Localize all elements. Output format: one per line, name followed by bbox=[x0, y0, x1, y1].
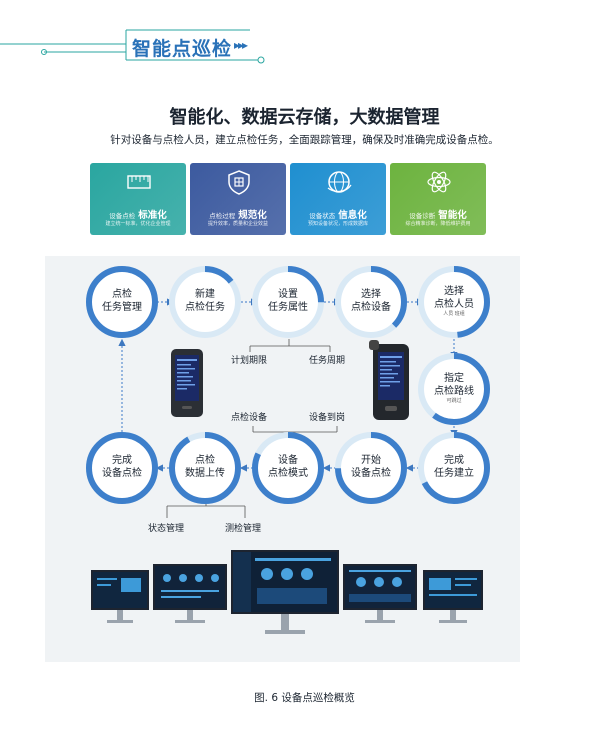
node-inspection-mode: 设备点检模式 bbox=[252, 432, 324, 504]
monitor bbox=[91, 570, 149, 623]
progress-ring bbox=[335, 266, 407, 338]
progress-ring bbox=[252, 266, 324, 338]
node-line-1: 设备 bbox=[278, 455, 298, 466]
node-data-upload: 点检数据上传 bbox=[169, 432, 241, 504]
card-description: 预知设备状况，形成数据库 bbox=[307, 221, 368, 227]
node-line-1: 完成 bbox=[112, 455, 132, 466]
progress-ring bbox=[418, 432, 490, 504]
progress-ring bbox=[418, 353, 490, 425]
branch-label: 点检设备 bbox=[231, 413, 268, 423]
node-line-1: 完成 bbox=[444, 455, 464, 466]
progress-ring bbox=[86, 266, 158, 338]
feature-card-standardization: 设备点检标准化 建立统一标准，优化企业管理 bbox=[90, 163, 186, 235]
card-small-label: 点检过程 bbox=[209, 212, 236, 220]
globe-icon bbox=[327, 171, 352, 193]
node-line-2: 任务属性 bbox=[268, 302, 308, 313]
triple-arrow-icon: ▸▸▸ bbox=[234, 38, 248, 52]
progress-ring bbox=[418, 266, 490, 338]
branch-label: 测检管理 bbox=[225, 524, 262, 534]
progress-ring bbox=[86, 432, 158, 504]
node-line-2: 数据上传 bbox=[185, 468, 225, 479]
intro-title: 智能化、数据云存储，大数据管理 bbox=[169, 107, 440, 128]
card-big-label: 信息化 bbox=[338, 210, 367, 221]
monitors-illustration bbox=[91, 550, 483, 634]
node-line-2: 设备点检 bbox=[351, 468, 391, 479]
card-big-label: 标准化 bbox=[138, 210, 167, 221]
progress-ring bbox=[169, 432, 241, 504]
node-line-2: 点检人员 bbox=[434, 299, 474, 310]
card-small-label: 设备点检 bbox=[109, 212, 136, 220]
card-description: 综合精准诊断，降低维护费用 bbox=[405, 221, 471, 227]
node-line-2: 点检任务 bbox=[185, 302, 225, 313]
card-small-label: 设备诊断 bbox=[409, 212, 436, 220]
node-line-2: 任务建立 bbox=[434, 468, 474, 479]
node-start-inspection: 开始设备点检 bbox=[335, 432, 407, 504]
card-description: 建立统一标准，优化企业管理 bbox=[105, 221, 171, 227]
feature-card-normalization: 点检过程规范化 提升效率，质量和企业效益 bbox=[190, 163, 286, 235]
progress-ring bbox=[335, 432, 407, 504]
node-line-2: 点检模式 bbox=[268, 468, 308, 479]
branch-label: 计划期限 bbox=[231, 356, 268, 366]
node-note: 可跳过 bbox=[446, 398, 462, 404]
node-complete-inspection: 完成设备点检 bbox=[86, 432, 158, 504]
node-task-management: 点检任务管理 bbox=[86, 266, 158, 338]
handheld-terminal-image bbox=[171, 349, 203, 417]
node-line-2: 点检设备 bbox=[351, 302, 391, 313]
branch-label: 设备到岗 bbox=[309, 413, 346, 423]
node-line-2: 任务管理 bbox=[102, 302, 142, 313]
node-line-1: 选择 bbox=[361, 289, 381, 300]
feature-card-intelligence: 设备诊断智能化 综合精准诊断，降低维护费用 bbox=[390, 163, 486, 235]
node-line-1: 开始 bbox=[361, 455, 381, 466]
node-line-2: 点检路线 bbox=[434, 386, 474, 397]
ruler-icon bbox=[127, 175, 151, 189]
card-description: 提升效率，质量和企业效益 bbox=[207, 221, 268, 227]
node-line-1: 指定 bbox=[444, 373, 464, 384]
section-title: 智能点巡检 bbox=[132, 38, 233, 60]
shield-icon bbox=[228, 170, 250, 195]
node-note: 人员 班组 bbox=[443, 311, 465, 317]
progress-ring bbox=[252, 432, 324, 504]
intro-subtitle: 针对设备与点检人员，建立点检任务，全面跟踪管理，确保及时准确完成设备点检。 bbox=[110, 134, 499, 146]
node-line-1: 点检 bbox=[195, 455, 215, 466]
node-route: 指定点检路线可跳过 bbox=[418, 353, 490, 425]
vibration-analyzer-image bbox=[369, 340, 409, 420]
node-line-2: 设备点检 bbox=[102, 468, 142, 479]
atom-icon bbox=[427, 171, 451, 193]
node-line-1: 选择 bbox=[444, 286, 464, 297]
node-select-personnel: 选择点检人员人员 班组 bbox=[418, 266, 490, 338]
node-task-attributes: 设置任务属性 bbox=[252, 266, 324, 338]
process-diagram: 点检任务管理 新建点检任务 设置任务属性 选择点检设备 选择点检人员人员 班组 … bbox=[45, 256, 520, 662]
feature-card-informatization: 设备状态信息化 预知设备状况，形成数据库 bbox=[290, 163, 386, 235]
card-small-label: 设备状态 bbox=[309, 212, 336, 220]
branch-label: 任务周期 bbox=[309, 356, 346, 366]
card-big-label: 智能化 bbox=[438, 210, 467, 221]
node-select-device: 选择点检设备 bbox=[335, 266, 407, 338]
figure-caption: 图. 6 设备点巡检概览 bbox=[254, 692, 355, 704]
card-big-label: 规范化 bbox=[238, 210, 267, 221]
branch-label: 状态管理 bbox=[148, 524, 185, 534]
node-line-1: 点检 bbox=[112, 289, 132, 300]
node-line-1: 新建 bbox=[195, 289, 215, 300]
progress-ring bbox=[169, 266, 241, 338]
node-new-task: 新建点检任务 bbox=[169, 266, 241, 338]
node-task-established: 完成任务建立 bbox=[418, 432, 490, 504]
header-decoration bbox=[0, 29, 265, 64]
node-line-1: 设置 bbox=[278, 289, 298, 300]
